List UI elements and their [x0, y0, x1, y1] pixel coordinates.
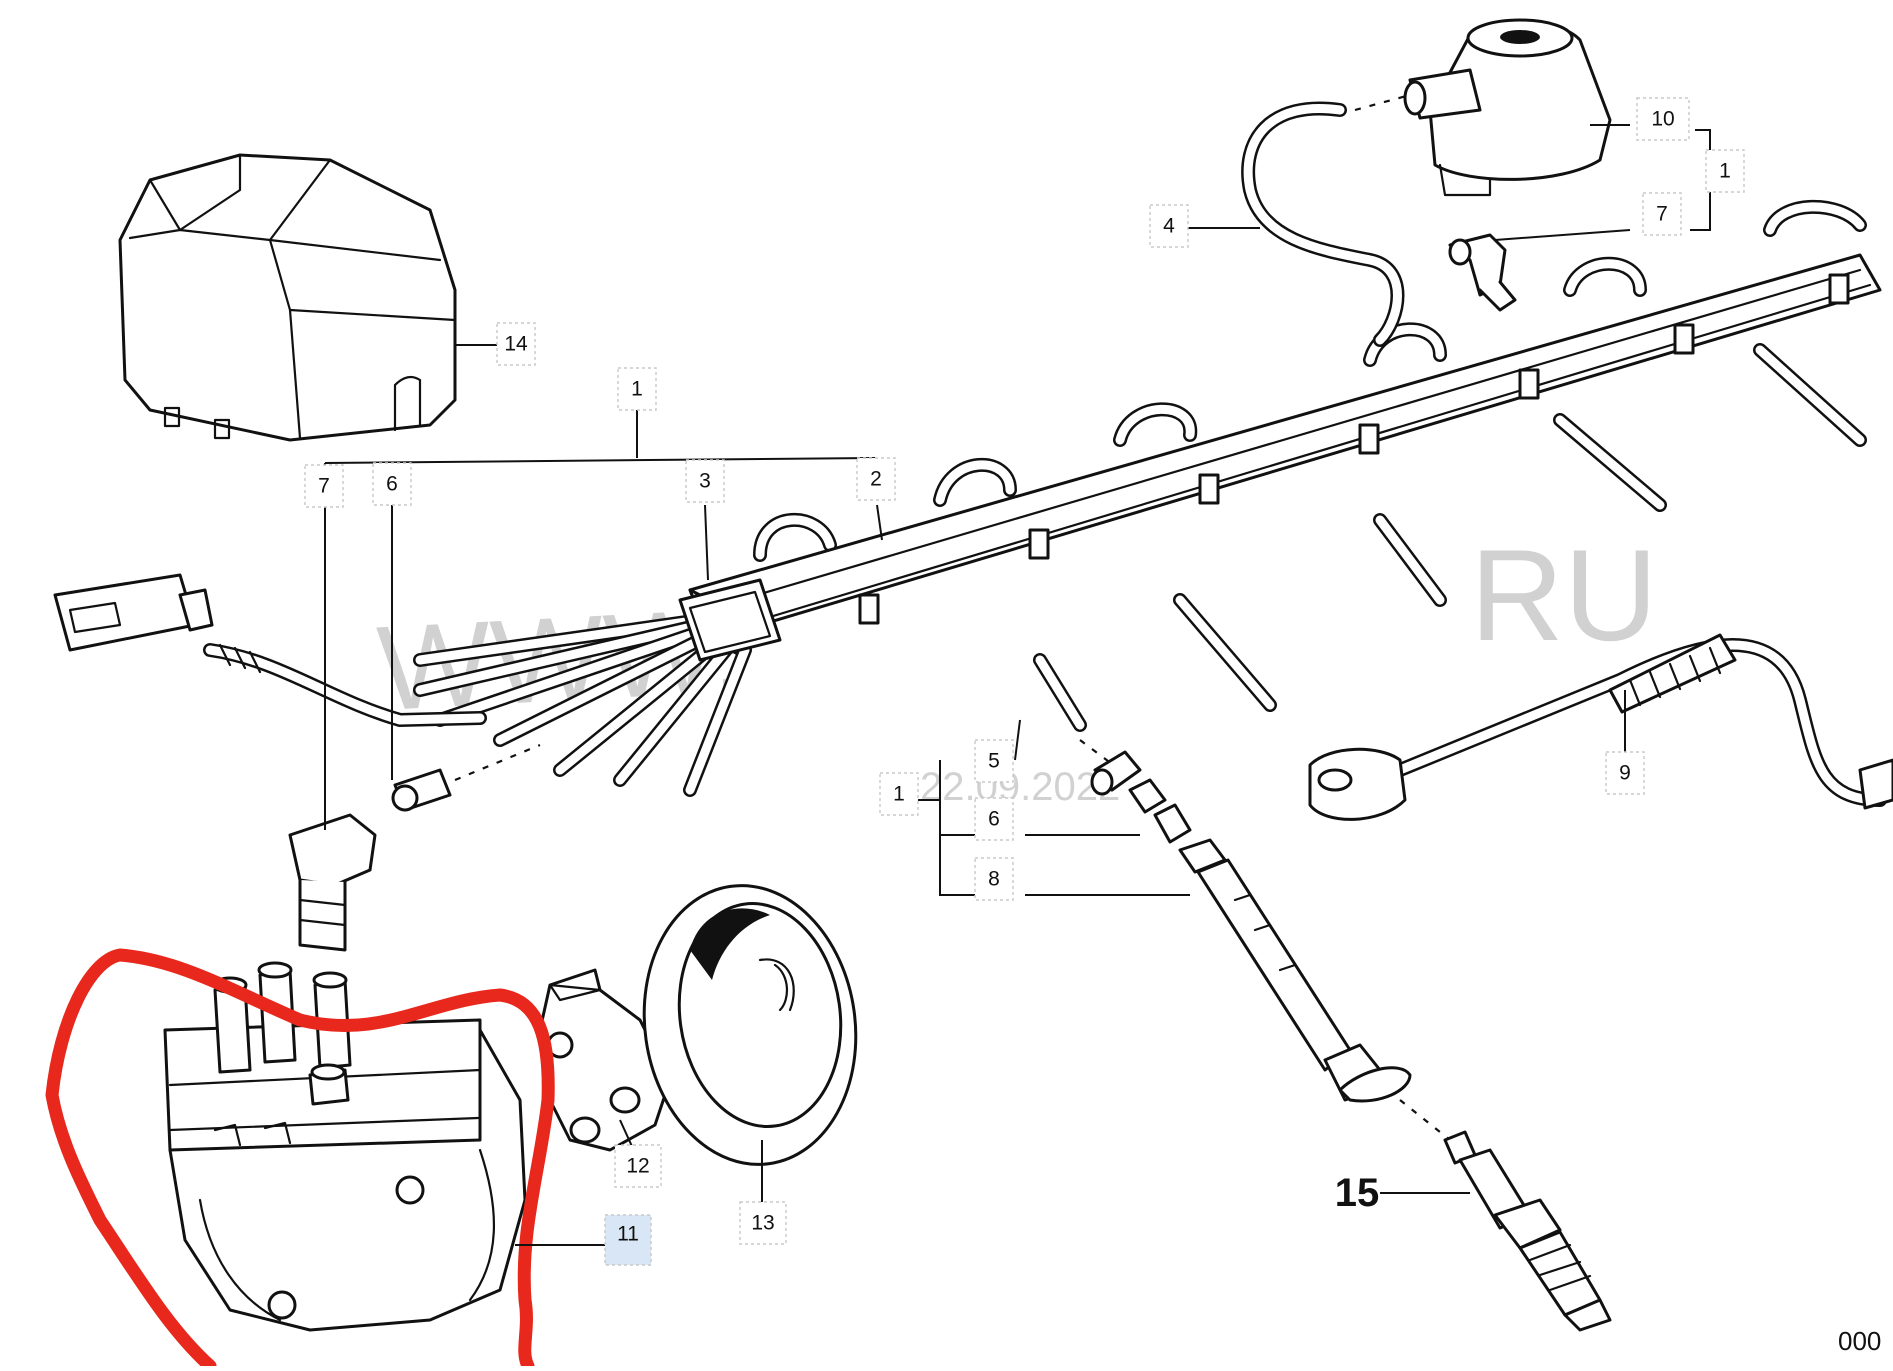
plug-lead-assembly: [1079, 739, 1451, 1141]
coil-lead-part: [1241, 93, 1411, 347]
callout-5: 5: [974, 739, 1014, 783]
callout-1-top-text: 1: [631, 378, 643, 401]
callout-2-text: 2: [870, 468, 882, 491]
callout-1-top: 1: [617, 367, 657, 411]
red-highlight-stroke: [45, 948, 555, 1371]
callout-13-text: 13: [751, 1212, 774, 1235]
ignition-lead-rail: [413, 199, 1882, 797]
callout-1-mid-text: 1: [893, 783, 905, 806]
suppressor-cap-part: [1403, 18, 1612, 197]
callout-12-text: 12: [626, 1155, 649, 1178]
callout-13: 13: [739, 1201, 787, 1245]
callout-9: 9: [1605, 751, 1645, 795]
sensor-lead-part: [1308, 633, 1893, 821]
callout-8: 8: [974, 857, 1014, 901]
callout-9-text: 9: [1619, 762, 1631, 785]
callout-6-left: 6: [372, 462, 412, 506]
spark-plug-connector-left: [288, 813, 377, 952]
callout-14-text: 14: [504, 333, 528, 356]
callout-7-right-text: 7: [1656, 203, 1668, 226]
callout-10-text: 10: [1651, 108, 1674, 131]
cap-cover-part: [118, 153, 457, 442]
callout-15: 15: [1335, 1171, 1380, 1215]
callout-5-text: 5: [988, 750, 1000, 773]
watermark-date: 22.09.2022: [920, 765, 1120, 809]
callout-4-text: 4: [1163, 215, 1175, 238]
callout-1-mid: 1: [879, 772, 919, 816]
callout-4: 4: [1149, 204, 1189, 248]
spark-plug-connector-right: [1448, 233, 1517, 312]
callout-15-text: 15: [1335, 1171, 1380, 1215]
callout-1-right-text: 1: [1719, 160, 1731, 183]
callout-2: 2: [856, 457, 896, 501]
callout-3: 3: [685, 459, 725, 503]
dust-shield-part: [642, 884, 858, 1166]
callout-14: 14: [496, 322, 536, 366]
distributor-cap-part: [163, 961, 527, 1332]
callout-11: 11: [604, 1214, 652, 1266]
callout-labels: 14 1 7 6 3 2 4 10: [304, 97, 1745, 1266]
callout-7-right: 7: [1642, 192, 1682, 236]
callout-11-text: 11: [617, 1223, 639, 1246]
leader-lines: [324, 124, 1730, 1246]
callout-8-text: 8: [988, 868, 1000, 891]
callout-6-mid-text: 6: [988, 808, 1000, 831]
spark-plug-part: [1443, 1130, 1612, 1332]
callout-1-right: 1: [1705, 149, 1745, 193]
callout-7-left-text: 7: [318, 475, 330, 498]
multi-pin-connector: [53, 573, 487, 728]
callout-3-text: 3: [699, 470, 711, 493]
small-terminal-left: [391, 743, 541, 812]
corner-code: 000: [1838, 1326, 1881, 1356]
callout-6-left-text: 6: [386, 473, 398, 496]
watermark-domain: RU: [1470, 522, 1658, 668]
callout-7-left: 7: [304, 464, 344, 508]
callout-10: 10: [1636, 97, 1690, 141]
callout-6-mid: 6: [974, 797, 1014, 841]
callout-12: 12: [614, 1144, 662, 1188]
